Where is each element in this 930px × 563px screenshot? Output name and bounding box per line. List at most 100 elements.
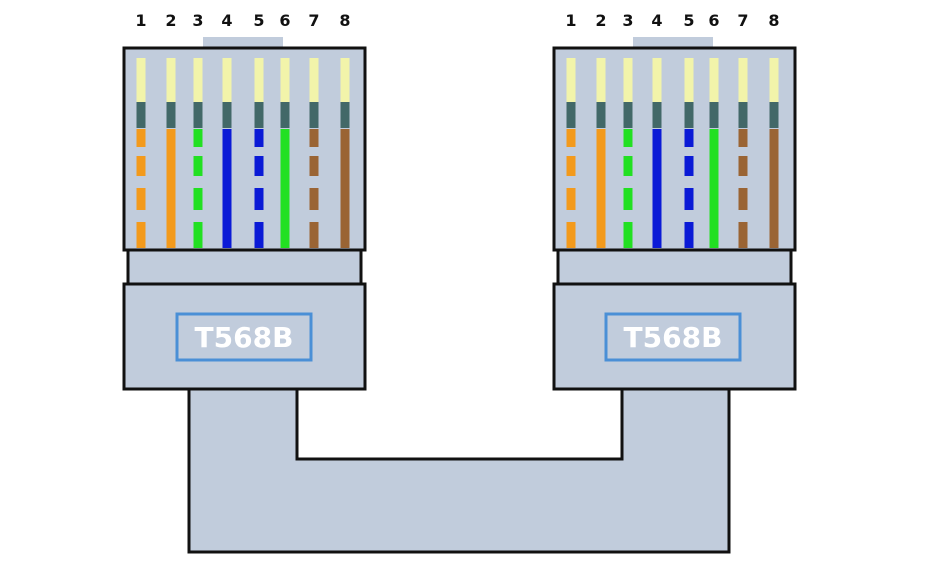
wire-group [136, 58, 350, 248]
pin-number: 7 [308, 11, 319, 30]
pin-contact [254, 58, 264, 102]
pin-number: 7 [737, 11, 748, 30]
latch-tab [203, 37, 283, 49]
pin-number: 5 [253, 11, 264, 30]
wire-stripe-segment [566, 156, 576, 176]
pin-contact [623, 58, 633, 102]
standard-label-box [175, 312, 313, 362]
pin-contact [684, 58, 694, 102]
pin-number: 4 [221, 11, 232, 30]
wire-stripe-segment [309, 188, 319, 210]
pin-contact-band [738, 102, 748, 128]
pin-contact-band [566, 102, 576, 128]
wire-group [566, 58, 779, 248]
standard-label: T568B [195, 321, 294, 354]
wire-stripe-segment [738, 222, 748, 248]
pin-contact [738, 58, 748, 102]
pin-contact [280, 58, 290, 102]
pin-contact-band [166, 102, 176, 128]
pin-number: 6 [708, 11, 719, 30]
wire-stripe-segment [193, 188, 203, 210]
pin-number: 4 [651, 11, 662, 30]
pin-contact-band [254, 102, 264, 128]
pin-contact-band [652, 102, 662, 128]
wire-solid [222, 129, 232, 248]
connector-head [552, 46, 797, 252]
pin-contact [340, 58, 350, 102]
connector-neck [556, 248, 793, 286]
pin-contact-band [193, 102, 203, 128]
pin-contact-band [684, 102, 694, 128]
pin-contact [652, 58, 662, 102]
pin-contact [166, 58, 176, 102]
wire-stripe-segment [684, 129, 694, 147]
wire-solid [709, 129, 719, 248]
wire-stripe-segment [684, 188, 694, 210]
wire-solid [280, 129, 290, 248]
wire-stripe-segment [623, 156, 633, 176]
pin-contact-band [340, 102, 350, 128]
pin-contact-band [309, 102, 319, 128]
pin-contact [136, 58, 146, 102]
pin-contact-band [709, 102, 719, 128]
pin-number: 5 [683, 11, 694, 30]
wire-stripe-segment [193, 222, 203, 248]
wire-stripe-segment [193, 129, 203, 147]
pin-contact [596, 58, 606, 102]
wire-stripe-segment [623, 222, 633, 248]
pin-contact [193, 58, 203, 102]
pin-number: 1 [565, 11, 576, 30]
wire-stripe-segment [254, 156, 264, 176]
wire-stripe-segment [623, 129, 633, 147]
pin-contact [709, 58, 719, 102]
latch-tab [633, 37, 713, 49]
wire-stripe-segment [566, 188, 576, 210]
wire-stripe-segment [738, 156, 748, 176]
wire-stripe-segment [738, 129, 748, 147]
pin-number: 1 [135, 11, 146, 30]
wire-stripe-segment [309, 222, 319, 248]
pin-contact-band [596, 102, 606, 128]
connector-neck [126, 248, 363, 286]
wire-stripe-segment [309, 156, 319, 176]
pin-number: 3 [622, 11, 633, 30]
standard-label: T568B [624, 321, 723, 354]
wire-stripe-segment [684, 156, 694, 176]
pin-contact-band [222, 102, 232, 128]
wire-stripe-segment [136, 188, 146, 210]
wire-stripe-segment [566, 129, 576, 147]
wire-stripe-segment [309, 129, 319, 147]
wire-stripe-segment [193, 156, 203, 176]
wire-stripe-segment [738, 188, 748, 210]
wire-stripe-segment [623, 188, 633, 210]
pin-number: 2 [595, 11, 606, 30]
pin-number: 6 [279, 11, 290, 30]
connector-boot [552, 282, 797, 391]
wire-stripe-segment [254, 129, 264, 147]
cable [187, 387, 731, 554]
pin-number: 3 [192, 11, 203, 30]
wire-stripe-segment [254, 222, 264, 248]
wire-stripe-segment [684, 222, 694, 248]
pin-contact-band [623, 102, 633, 128]
pin-contact-band [769, 102, 779, 128]
wire-stripe-segment [136, 222, 146, 248]
pin-number: 8 [339, 11, 350, 30]
wire-solid [652, 129, 662, 248]
pin-contact-band [280, 102, 290, 128]
pin-contact [309, 58, 319, 102]
pin-contact [222, 58, 232, 102]
wire-stripe-segment [136, 129, 146, 147]
pin-contact-band [136, 102, 146, 128]
wire-stripe-segment [136, 156, 146, 176]
pin-number: 8 [768, 11, 779, 30]
pin-contact [769, 58, 779, 102]
connector-head [122, 46, 367, 252]
wire-stripe-segment [566, 222, 576, 248]
wire-stripe-segment [254, 188, 264, 210]
